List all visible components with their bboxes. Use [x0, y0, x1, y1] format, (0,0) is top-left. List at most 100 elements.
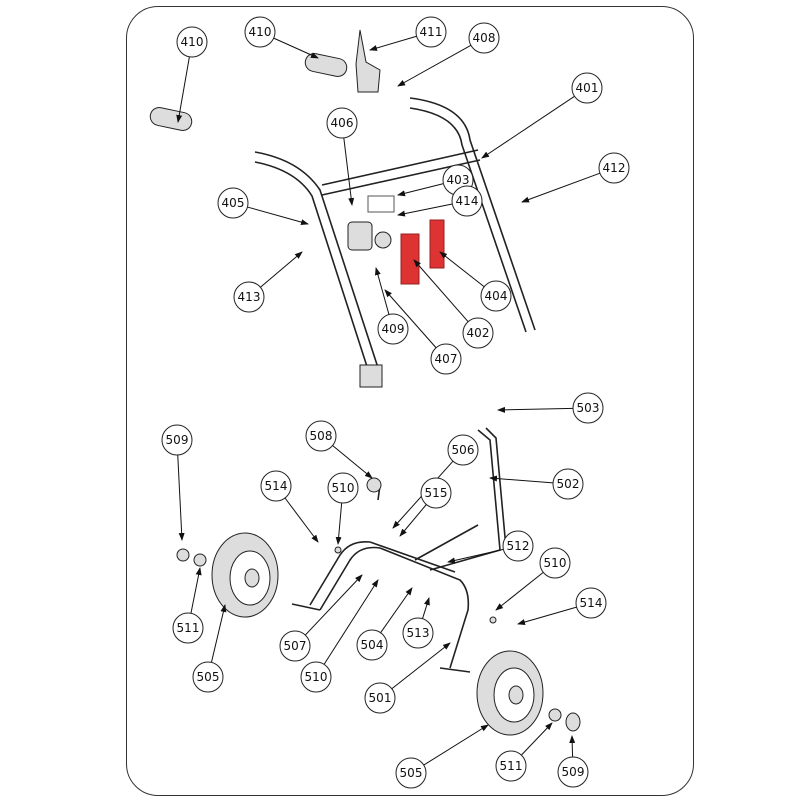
callout-circle [552, 468, 584, 500]
leader-line [422, 597, 430, 619]
leader-line [495, 571, 544, 611]
leader-line [521, 172, 601, 203]
callout-number: 410 [181, 35, 204, 49]
leader-line [380, 587, 413, 634]
part-callout-411: 411 [415, 16, 447, 48]
callout-number: 503 [577, 401, 600, 415]
part-callout-404: 404 [480, 280, 512, 312]
callout-circle [395, 757, 427, 789]
decal-404 [429, 219, 445, 269]
leader-line [284, 497, 319, 543]
grip-right [304, 53, 348, 77]
callout-circle [447, 434, 479, 466]
part-callout-509: 509 [557, 756, 589, 788]
callout-number: 507 [284, 639, 307, 653]
callout-circle [420, 477, 452, 509]
callout-circle [598, 152, 630, 184]
callout-number: 406 [331, 116, 354, 130]
leader-line [343, 137, 355, 206]
callout-number: 401 [576, 81, 599, 95]
diagram-frame [126, 6, 694, 796]
part-callout-514: 514 [260, 470, 292, 502]
upper-handle-frame [254, 97, 536, 388]
callout-circle [172, 612, 204, 644]
part-callout-501: 501 [364, 682, 396, 714]
part-callout-514: 514 [575, 587, 607, 619]
callout-number: 411 [420, 25, 443, 39]
part-callout-511: 511 [172, 612, 204, 644]
handle-knob [359, 364, 383, 388]
leader-line [304, 574, 363, 636]
callout-circle [468, 22, 500, 54]
callout-circle [572, 392, 604, 424]
callout-number: 508 [310, 429, 333, 443]
callout-circle [327, 472, 359, 504]
callout-circle [502, 530, 534, 562]
callout-number: 403 [447, 173, 470, 187]
callout-number: 506 [452, 443, 475, 457]
callout-circle [495, 750, 527, 782]
leader-line [176, 56, 190, 123]
callout-number: 504 [361, 638, 384, 652]
callout-circle [377, 313, 409, 345]
callout-circle [356, 629, 388, 661]
part-callout-410: 410 [244, 16, 276, 48]
callout-number: 512 [507, 539, 530, 553]
part-callout-407: 407 [430, 343, 462, 375]
part-callout-503: 503 [572, 392, 604, 424]
leader-line [447, 548, 504, 564]
leader-line [481, 95, 575, 159]
part-callout-506: 506 [447, 434, 479, 466]
callout-circle [161, 424, 193, 456]
washers [176, 546, 581, 732]
leader-line [247, 206, 309, 226]
callout-circle [451, 185, 483, 217]
leader-line [489, 475, 554, 484]
leader-line [399, 504, 427, 537]
wheel-left [211, 532, 279, 618]
callout-circle [244, 16, 276, 48]
callout-circle [192, 661, 224, 693]
part-callout-508: 508 [305, 420, 337, 452]
part-callout-507: 507 [279, 630, 311, 662]
callout-circle [430, 343, 462, 375]
callout-number: 413 [238, 290, 261, 304]
part-callout-510: 510 [539, 547, 571, 579]
callout-number: 404 [485, 289, 508, 303]
leader-line [397, 203, 453, 217]
callout-number: 407 [435, 352, 458, 366]
part-callout-408: 408 [468, 22, 500, 54]
callout-number: 510 [332, 481, 355, 495]
grip-left [149, 107, 193, 131]
callout-circle [557, 756, 589, 788]
leader-line [517, 606, 577, 625]
leader-line [177, 454, 185, 541]
callout-number: 505 [400, 766, 423, 780]
leader-line [391, 642, 451, 690]
part-callout-510: 510 [327, 472, 359, 504]
callout-number: 511 [177, 621, 200, 635]
callout-number: 511 [500, 759, 523, 773]
label-403 [367, 195, 395, 213]
callout-circle [300, 661, 332, 693]
leader-line [210, 604, 227, 663]
callout-circle [480, 280, 512, 312]
leader-line [497, 406, 574, 413]
leader-line [369, 35, 417, 51]
part-callout-505: 505 [395, 757, 427, 789]
leader-line [569, 735, 576, 758]
callout-number: 513 [407, 626, 430, 640]
callout-number: 502 [557, 477, 580, 491]
callout-number: 510 [544, 556, 567, 570]
callout-number: 509 [562, 765, 585, 779]
control-switch [347, 221, 392, 251]
part-callout-509: 509 [161, 424, 193, 456]
callout-number: 410 [249, 25, 272, 39]
callout-circle [402, 617, 434, 649]
callout-circle [260, 470, 292, 502]
callout-circle [571, 72, 603, 104]
leader-line [190, 567, 202, 614]
leader-line [260, 251, 303, 288]
